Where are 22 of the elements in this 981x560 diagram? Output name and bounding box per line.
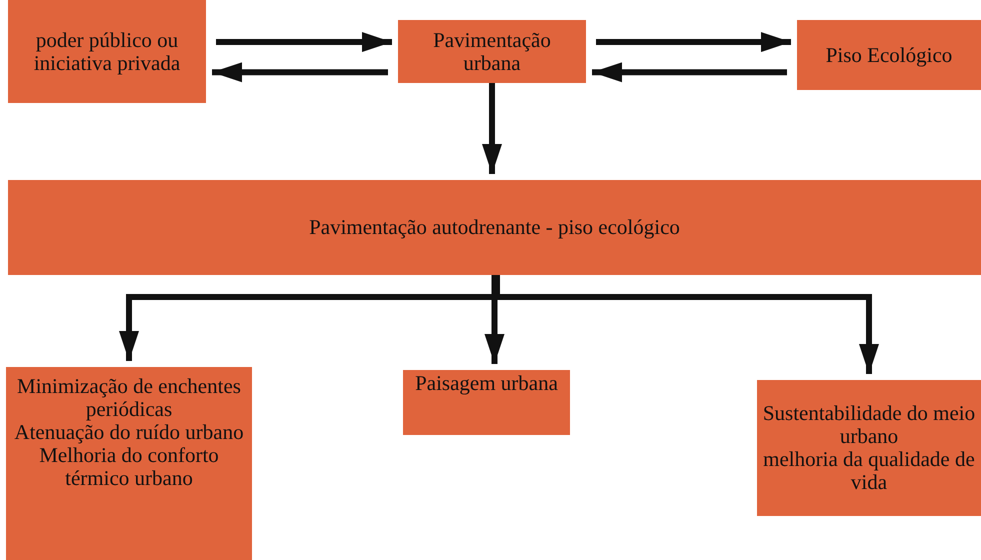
process-box [797, 20, 981, 90]
process-box [8, 180, 981, 275]
process-box [6, 367, 252, 560]
arrow [592, 62, 787, 82]
box-text: Melhoria do conforto térmico urbano [39, 444, 220, 490]
arrow [482, 83, 502, 174]
process-box [8, 0, 206, 103]
process-box [398, 20, 586, 83]
box-text: Minimização de enchentes periódicas [16, 375, 242, 421]
arrow [596, 32, 791, 52]
box-text: Pavimentação autodrenante - piso ecológico [309, 216, 680, 239]
arrow [216, 32, 392, 52]
arrow [484, 275, 504, 364]
process-box [403, 370, 570, 435]
box-text: Pavimentação urbana [432, 28, 552, 74]
box-text: Piso Ecológico [826, 44, 952, 66]
arrow [212, 62, 388, 82]
box-text: poder público ou iniciativa privada [32, 28, 182, 74]
box-text: Paisagem urbana [415, 372, 558, 395]
process-box [757, 380, 981, 516]
box-text: Atenuação do ruído urbano [14, 421, 244, 444]
box-text: melhoria da qualidade de vida [762, 448, 976, 494]
